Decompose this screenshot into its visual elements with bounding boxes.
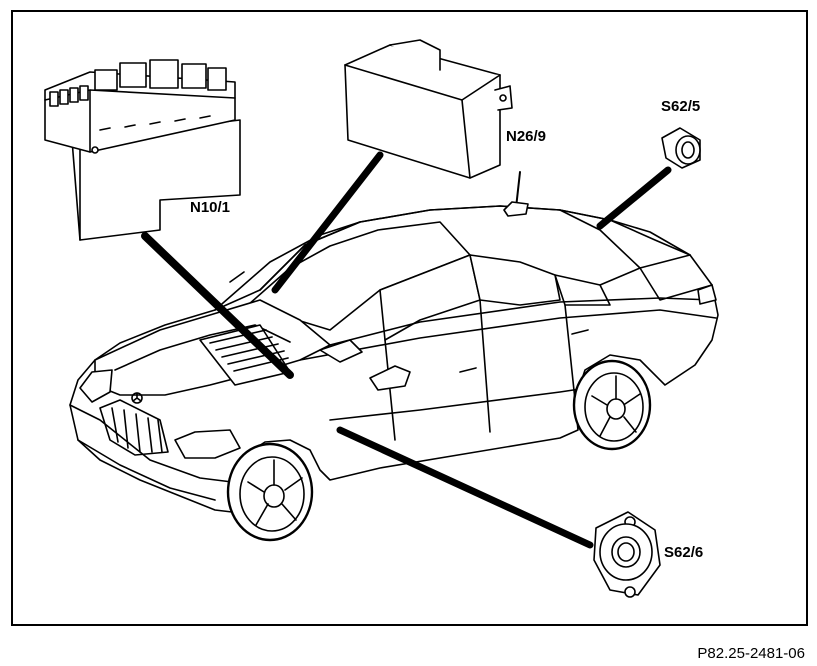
- label-n10-1: N10/1: [190, 199, 231, 216]
- n26-9-control-unit-icon: [344, 39, 513, 179]
- label-s62-6: S62/6: [664, 544, 704, 561]
- label-n26-9: N26/9: [506, 128, 547, 145]
- leader-lines: [141, 151, 672, 549]
- s62-5-sensor-icon: [661, 127, 701, 169]
- label-s62-5: S62/5: [661, 98, 701, 115]
- car-illustration: [69, 171, 719, 542]
- s62-6-sensor-icon: [593, 511, 661, 598]
- reference-code: P82.25-2481-06: [697, 645, 805, 662]
- diagram-frame: [11, 10, 808, 626]
- n10-1-module-icon: [44, 59, 241, 241]
